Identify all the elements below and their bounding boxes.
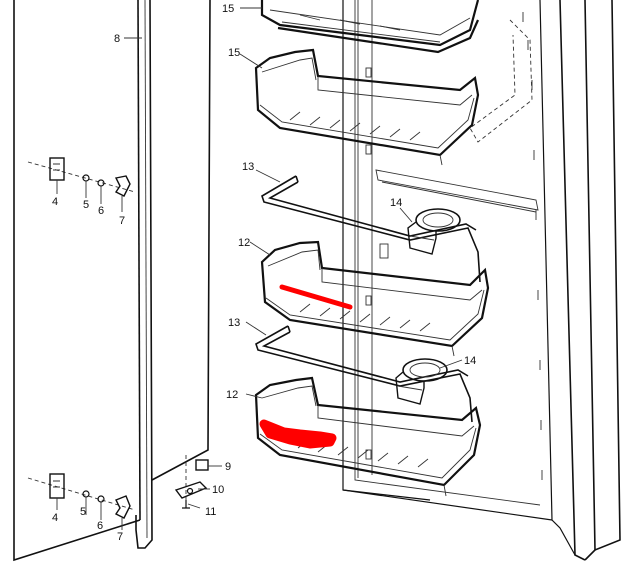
door-bin-12-upper	[260, 240, 490, 357]
leader-lines	[56, 7, 463, 530]
door-rail-13-upper	[261, 175, 481, 283]
hinge-parts-top	[27, 157, 136, 197]
part-label-4-bottom: 4	[52, 512, 58, 524]
part-label-10: 10	[212, 484, 224, 496]
part-label-11: 11	[205, 506, 216, 518]
door-cup-14-lower	[395, 358, 448, 405]
door-bin-15	[254, 48, 480, 166]
part-label-6-top: 6	[98, 205, 104, 217]
part-label-14-lower: 14	[464, 355, 476, 367]
part-label-5-top: 5	[83, 199, 89, 211]
part-labels: 8 4 5 6 7 4 5 6 7 9 10 11 15 15 13 12 13…	[52, 3, 476, 543]
part-label-12-upper: 12	[238, 237, 250, 249]
part-label-14-upper: 14	[390, 197, 402, 209]
red-marking-lower	[259, 419, 337, 449]
part-label-7-bottom: 7	[117, 531, 123, 543]
hinge-parts-bottom	[27, 473, 136, 519]
part-label-15-top: 15	[222, 3, 234, 15]
part-label-9: 9	[225, 461, 231, 473]
red-marking-upper	[279, 284, 353, 310]
door-rail-13-lower	[255, 325, 473, 423]
part-label-15: 15	[228, 47, 240, 59]
part-label-8: 8	[114, 33, 120, 45]
door-cup-14-upper	[407, 208, 461, 255]
door-frame	[342, 0, 621, 561]
part-label-6-bottom: 6	[97, 520, 103, 532]
hinge-parts-9-10-11	[174, 455, 209, 510]
part-label-13-lower: 13	[228, 317, 240, 329]
part-label-5-bottom: 5	[80, 506, 86, 518]
door-panel-8	[13, 0, 211, 562]
part-label-13-upper: 13	[242, 161, 254, 173]
part-label-12-lower: 12	[226, 389, 238, 401]
door-bin-15-top	[260, 0, 480, 54]
part-label-4-top: 4	[52, 196, 58, 208]
part-label-7-top: 7	[119, 215, 125, 227]
